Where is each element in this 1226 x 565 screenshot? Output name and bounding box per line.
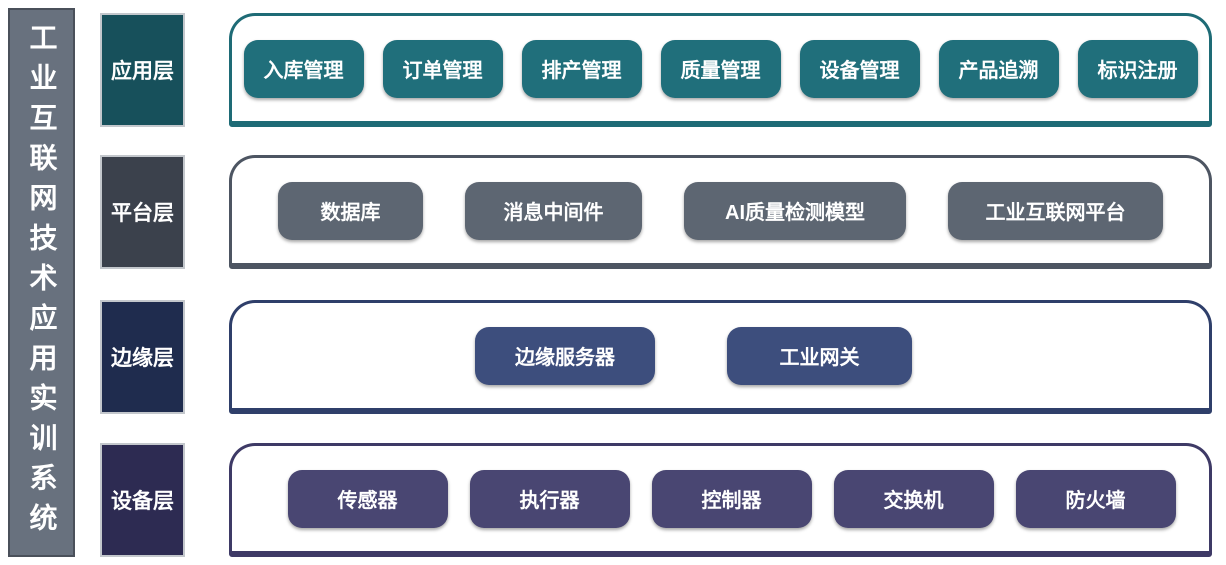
node-switch: 交换机 — [833, 469, 994, 528]
node-equipment-management: 设备管理 — [799, 39, 920, 98]
node-message-middleware: 消息中间件 — [465, 181, 642, 240]
node-identifier-registration: 标识注册 — [1077, 39, 1198, 98]
node-controller: 控制器 — [651, 469, 812, 528]
layer-label-platform: 平台层 — [100, 155, 185, 269]
node-order-management: 订单管理 — [382, 39, 503, 98]
system-title: 工业互联网技术应用实训系统 — [26, 22, 58, 543]
layer-label-application: 应用层 — [100, 13, 185, 127]
node-quality-management: 质量管理 — [660, 39, 781, 98]
node-production-scheduling: 排产管理 — [521, 39, 642, 98]
node-warehouse-in-management: 入库管理 — [243, 39, 364, 98]
application-layer-container: 入库管理 订单管理 排产管理 质量管理 设备管理 产品追溯 标识注册 — [229, 13, 1212, 127]
node-database: 数据库 — [278, 181, 423, 240]
device-node-row: 传感器 执行器 控制器 交换机 防火墙 — [287, 469, 1176, 528]
node-actuator: 执行器 — [469, 469, 630, 528]
node-sensor: 传感器 — [287, 469, 448, 528]
node-edge-server: 边缘服务器 — [475, 326, 655, 385]
application-node-row: 入库管理 订单管理 排产管理 质量管理 设备管理 产品追溯 标识注册 — [243, 39, 1198, 98]
node-ai-quality-inspection-model: AI质量检测模型 — [684, 181, 906, 240]
node-firewall: 防火墙 — [1015, 469, 1176, 528]
platform-node-row: 数据库 消息中间件 AI质量检测模型 工业互联网平台 — [278, 181, 1163, 240]
edge-node-row: 边缘服务器 工业网关 — [475, 326, 912, 385]
layer-label-device: 设备层 — [100, 443, 185, 557]
edge-layer-container: 边缘服务器 工业网关 — [229, 300, 1212, 414]
layer-label-edge: 边缘层 — [100, 300, 185, 414]
node-industrial-gateway: 工业网关 — [727, 326, 912, 385]
platform-layer-container: 数据库 消息中间件 AI质量检测模型 工业互联网平台 — [229, 155, 1212, 269]
system-title-banner: 工业互联网技术应用实训系统 — [8, 8, 75, 557]
node-product-traceability: 产品追溯 — [938, 39, 1059, 98]
device-layer-container: 传感器 执行器 控制器 交换机 防火墙 — [229, 443, 1212, 557]
node-industrial-internet-platform: 工业互联网平台 — [948, 181, 1163, 240]
